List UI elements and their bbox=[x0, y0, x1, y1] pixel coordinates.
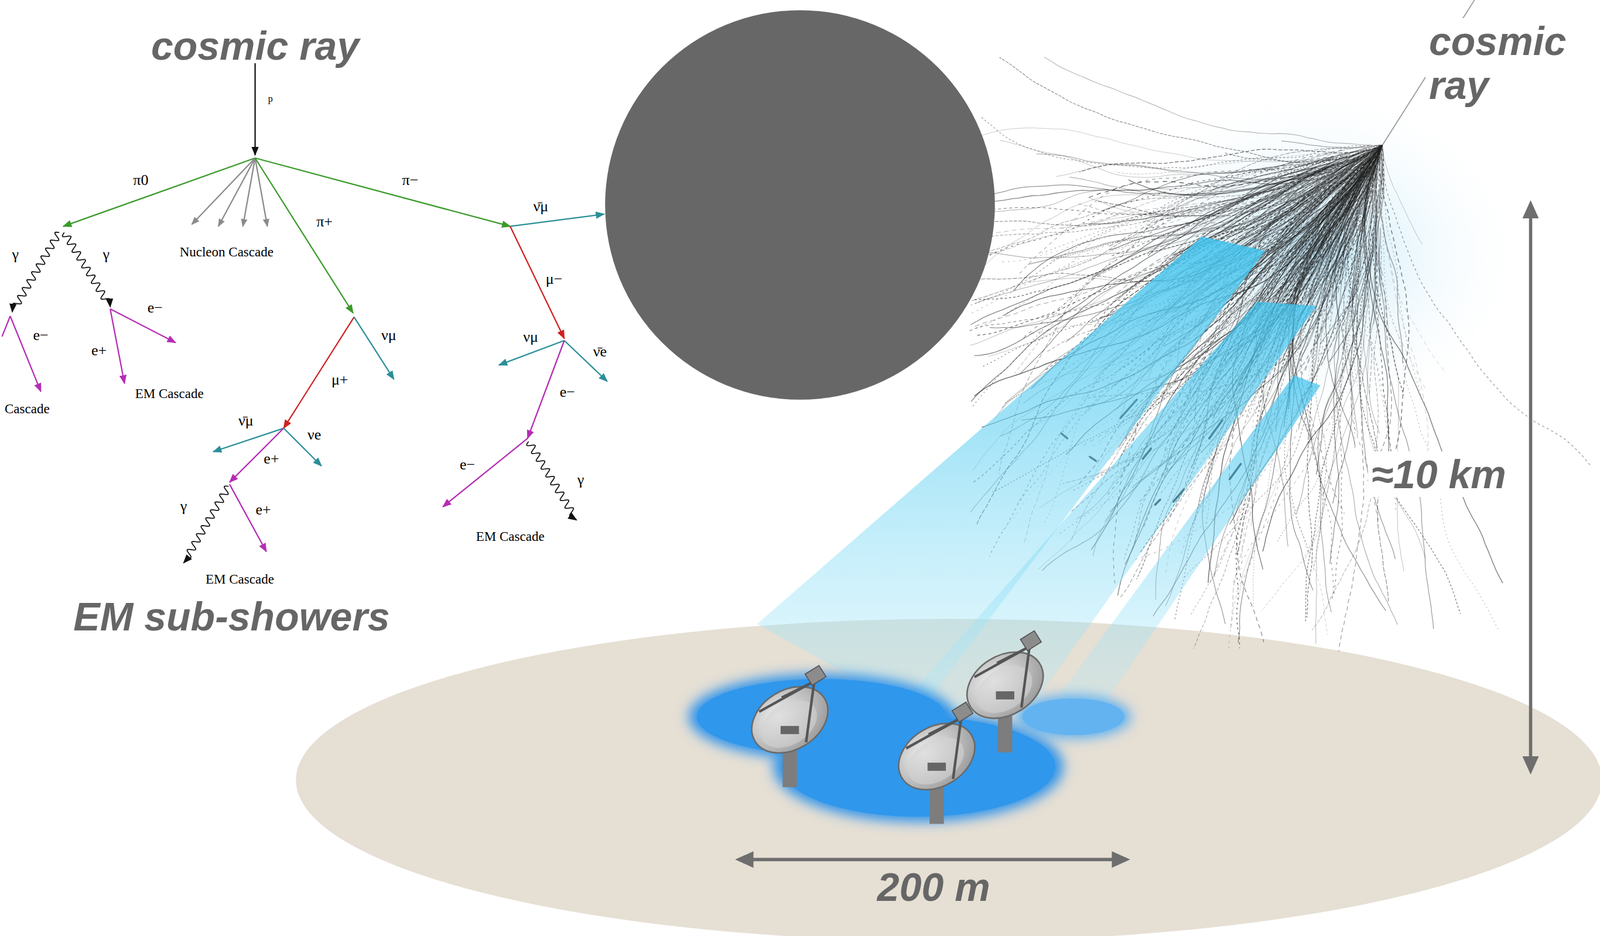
shower-track bbox=[1382, 148, 1591, 466]
dimension-label: ≈10 km bbox=[1368, 451, 1510, 498]
shower-track bbox=[1376, 245, 1391, 459]
height-arrow bbox=[1529, 203, 1533, 771]
shower-track bbox=[1044, 57, 1372, 146]
shower-track bbox=[1374, 174, 1428, 392]
shower-track bbox=[1382, 145, 1423, 245]
shower-track bbox=[1238, 178, 1358, 302]
shower-track bbox=[999, 57, 1356, 164]
shower-track bbox=[971, 145, 1370, 258]
shower-track bbox=[1315, 244, 1376, 644]
particle-label: γ bbox=[101, 246, 111, 264]
particle-label: ν̄e bbox=[592, 343, 608, 361]
photon-line bbox=[526, 441, 577, 521]
shower-track bbox=[1252, 148, 1379, 303]
width-arrow bbox=[738, 858, 1127, 863]
particle-label: e− bbox=[458, 456, 477, 474]
cascade-tree bbox=[1, 63, 607, 552]
shower-track bbox=[1380, 192, 1429, 466]
shower-track bbox=[1294, 174, 1358, 253]
cascade-label: EM Cascade bbox=[474, 529, 546, 545]
particle-label: e+ bbox=[254, 501, 272, 519]
heading-label: cosmic ray bbox=[147, 22, 363, 70]
particle-label: γ bbox=[576, 472, 586, 490]
shower-track bbox=[1367, 145, 1392, 482]
particle-label: νμ bbox=[380, 327, 398, 345]
heading-label: cosmic ray bbox=[1425, 18, 1597, 109]
shower-track bbox=[1305, 244, 1372, 624]
shower-track bbox=[1338, 170, 1374, 652]
particle-label: μ+ bbox=[330, 371, 350, 389]
particle-label: νμ bbox=[521, 329, 540, 347]
photon-lines bbox=[12, 232, 577, 564]
shower-track bbox=[1284, 148, 1380, 234]
particle-label: νe bbox=[306, 426, 323, 444]
shower-track bbox=[1379, 159, 1410, 469]
particle-label: e− bbox=[146, 299, 164, 317]
particle-label: e− bbox=[32, 327, 50, 345]
shower-track bbox=[1223, 154, 1329, 173]
particle-label: π0 bbox=[131, 172, 150, 190]
cascade-label: EM Cascade bbox=[134, 386, 205, 402]
shower-track bbox=[1320, 251, 1372, 345]
shower-track bbox=[1379, 195, 1404, 364]
particle-label: π+ bbox=[315, 213, 334, 231]
particle-label: e− bbox=[558, 384, 577, 402]
photon-line bbox=[62, 232, 111, 307]
photon-line bbox=[183, 486, 229, 563]
shower-track bbox=[1279, 218, 1349, 375]
shower-track bbox=[1311, 245, 1381, 631]
particle-label: ν̄μ bbox=[532, 198, 550, 216]
shower-track bbox=[1347, 199, 1461, 615]
shower-track bbox=[1282, 161, 1370, 275]
shower-track bbox=[1281, 141, 1367, 149]
shower-track bbox=[1328, 158, 1379, 363]
shower-track bbox=[980, 116, 1381, 169]
shower-track bbox=[1380, 163, 1444, 371]
particle-label: p bbox=[267, 93, 275, 105]
shower-track bbox=[1036, 154, 1314, 180]
photon-line bbox=[12, 232, 60, 313]
cascade-label: Nucleon Cascade bbox=[178, 244, 275, 260]
telescopes bbox=[739, 631, 1056, 825]
heading-label: EM sub-showers bbox=[69, 593, 393, 641]
shower-track bbox=[1144, 146, 1379, 228]
shower-track bbox=[1156, 161, 1352, 227]
shower-track bbox=[1050, 180, 1308, 262]
shower-track bbox=[975, 127, 1377, 162]
shower-track bbox=[1378, 227, 1434, 629]
dimension-label: 200 m bbox=[873, 864, 994, 911]
shower-track bbox=[985, 145, 1381, 258]
particle-label: γ bbox=[10, 246, 20, 264]
cascade-label: EM Cascade bbox=[204, 572, 276, 587]
particle-label: e+ bbox=[90, 342, 108, 360]
shower-track bbox=[1106, 172, 1322, 248]
shower-track bbox=[1379, 172, 1499, 629]
particle-label: ν̄μ bbox=[237, 412, 255, 430]
shower-track bbox=[1264, 155, 1354, 181]
particle-label: μ− bbox=[544, 271, 564, 289]
shower-track bbox=[1000, 168, 1314, 263]
particle-label: γ bbox=[179, 498, 189, 516]
shower-track bbox=[1151, 152, 1374, 240]
particle-label: e+ bbox=[262, 450, 280, 468]
shower-track bbox=[1339, 218, 1356, 280]
cascade-label: Cascade bbox=[3, 401, 51, 417]
shower-track bbox=[1364, 163, 1503, 584]
shower-track bbox=[1088, 166, 1331, 225]
grey-disc bbox=[604, 9, 996, 400]
particle-label: π− bbox=[401, 172, 420, 190]
